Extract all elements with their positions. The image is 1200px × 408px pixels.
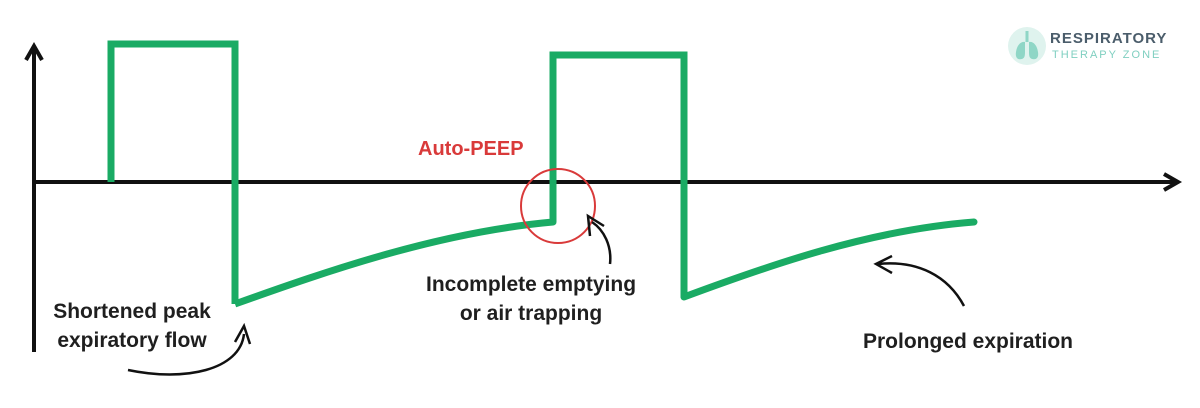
logo-line-2: THERAPY ZONE [1052,49,1162,61]
breath-2-expiration [680,218,978,301]
incomplete-emptying-arrow [591,220,612,265]
incomplete-label-line-1: Incomplete emptying [425,273,637,296]
logo-line-1: RESPIRATORY [1050,30,1168,47]
auto-peep-highlight-circle [520,168,596,244]
breath-2-inspiration [549,51,688,297]
auto-peep-label: Auto-PEEP [418,138,524,160]
x-axis-arrowhead [1163,172,1183,192]
incomplete-emptying-arrowhead [586,213,605,237]
incomplete-label-line-2: or air trapping [459,302,603,325]
shortened-flow-arrowhead [233,322,252,345]
breath-1-expiration [233,182,557,308]
prolonged-expiration-arrowhead [873,254,893,275]
shortened-flow-arrow [127,333,246,376]
shortened-label-line-1: Shortened peak [53,300,211,323]
lungs-icon [1008,27,1046,65]
prolonged-expiration-label: Prolonged expiration [848,327,1088,356]
prolonged-expiration-arrow [877,262,966,307]
shortened-peak-flow-label: Shortened peak expiratory flow [42,297,222,355]
breath-1-inspiration [107,40,239,304]
brand-logo: RESPIRATORY THERAPY ZONE [1006,26,1176,68]
incomplete-emptying-label: Incomplete emptying or air trapping [408,270,654,328]
shortened-label-line-2: expiratory flow [57,329,207,352]
prolonged-label-text: Prolonged expiration [862,330,1074,353]
y-axis-arrowhead [24,41,44,61]
